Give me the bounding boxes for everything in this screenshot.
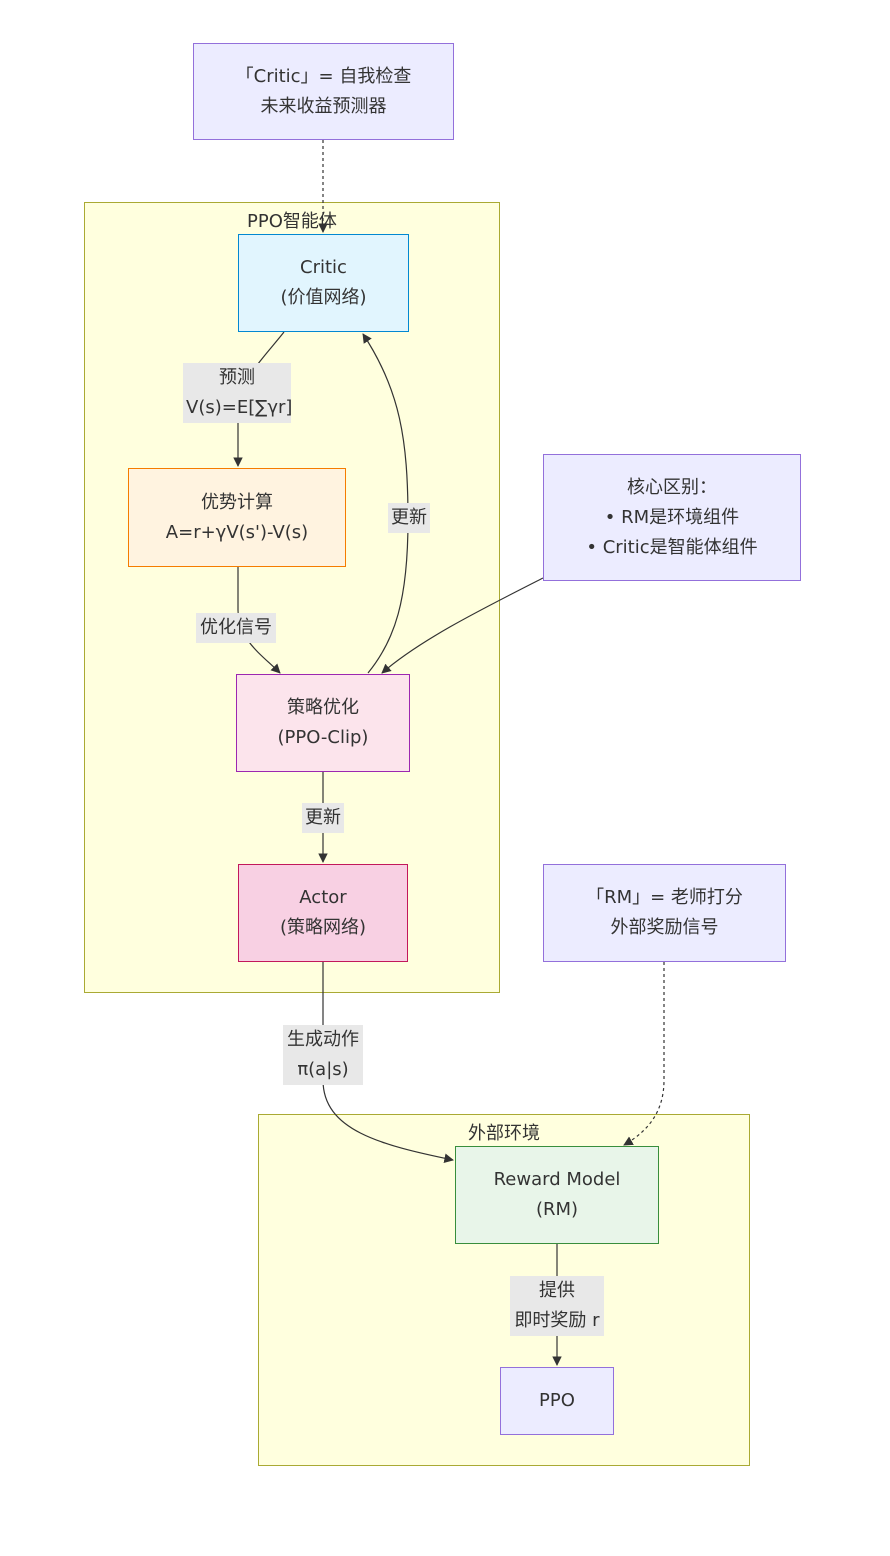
actor-node-line-1: Actor — [299, 887, 347, 908]
critic-note-line-2: 未来收益预测器 — [260, 95, 387, 117]
critic-note: 「Critic」= 自我检查 未来收益预测器 — [193, 43, 454, 140]
difference-note: 核心区别： • RM是环境组件 • Critic是智能体组件 — [543, 454, 801, 581]
policy-optimization-line-2: (PPO-Clip) — [277, 727, 369, 748]
actor-node-line-2: (策略网络) — [279, 917, 367, 938]
edge-label-generate-action-line-1: 生成动作 — [287, 1029, 359, 1050]
edge-label-optimize-signal-text: 优化信号 — [200, 617, 272, 638]
ppo-node: PPO — [500, 1367, 614, 1435]
difference-note-line-3: • Critic是智能体组件 — [586, 536, 758, 558]
edge-label-update-actor: 更新 — [302, 803, 344, 833]
edge-label-update-critic-text: 更新 — [391, 507, 427, 528]
edge-rm-note-to-reward-model — [623, 962, 665, 1146]
edge-label-update-critic: 更新 — [388, 503, 430, 533]
external-environment-group-title: 外部环境 — [468, 1123, 540, 1144]
critic-node-line-1: Critic — [300, 257, 347, 278]
edge-label-provide-line-1: 提供 — [539, 1280, 575, 1301]
edge-label-provide-line-2: 即时奖励 r — [514, 1310, 600, 1331]
advantage-node-line-2: A=r+γV(s')-V(s) — [165, 521, 309, 543]
rm-note-line-1: 「RM」= 老师打分 — [586, 887, 743, 908]
critic-note-line-1: 「Critic」= 自我检查 — [235, 65, 412, 87]
actor-node: Actor (策略网络) — [238, 864, 408, 962]
edge-label-optimize-signal: 优化信号 — [196, 613, 276, 643]
advantage-node-line-1: 优势计算 — [201, 491, 273, 513]
edge-actor-to-reward-model — [322, 962, 454, 1163]
rm-note: 「RM」= 老师打分 外部奖励信号 — [543, 864, 786, 962]
edge-label-update-actor-text: 更新 — [305, 807, 341, 828]
policy-optimization-node: 策略优化 (PPO-Clip) — [236, 674, 410, 772]
difference-note-line-1: 核心区别： — [626, 476, 717, 498]
reward-model-line-1: Reward Model — [493, 1169, 621, 1190]
difference-note-line-2: • RM是环境组件 — [604, 506, 740, 528]
edge-label-generate-action-line-2: π(a|s) — [297, 1059, 349, 1080]
critic-node-line-2: (价值网络) — [280, 287, 367, 308]
edge-label-predict: 预测 V(s)=E[∑γr] — [183, 363, 293, 423]
advantage-node: 优势计算 A=r+γV(s')-V(s) — [128, 468, 346, 567]
reward-model-node: Reward Model (RM) — [455, 1146, 659, 1244]
ppo-node-label: PPO — [539, 1390, 575, 1411]
edge-label-generate-action: 生成动作 π(a|s) — [283, 1025, 363, 1085]
edge-label-predict-line-1: 预测 — [219, 367, 255, 388]
policy-optimization-line-1: 策略优化 — [286, 697, 359, 718]
ppo-agent-group-title: PPO智能体 — [247, 211, 337, 232]
edge-label-predict-line-2: V(s)=E[∑γr] — [186, 397, 293, 418]
edge-diff-note-to-policy — [381, 577, 544, 674]
ppo-agent-group: PPO智能体 — [84, 202, 500, 993]
rm-note-line-2: 外部奖励信号 — [610, 917, 719, 938]
critic-node: Critic (价值网络) — [238, 234, 409, 332]
reward-model-line-2: (RM) — [535, 1199, 579, 1220]
edge-label-provide: 提供 即时奖励 r — [510, 1276, 604, 1336]
